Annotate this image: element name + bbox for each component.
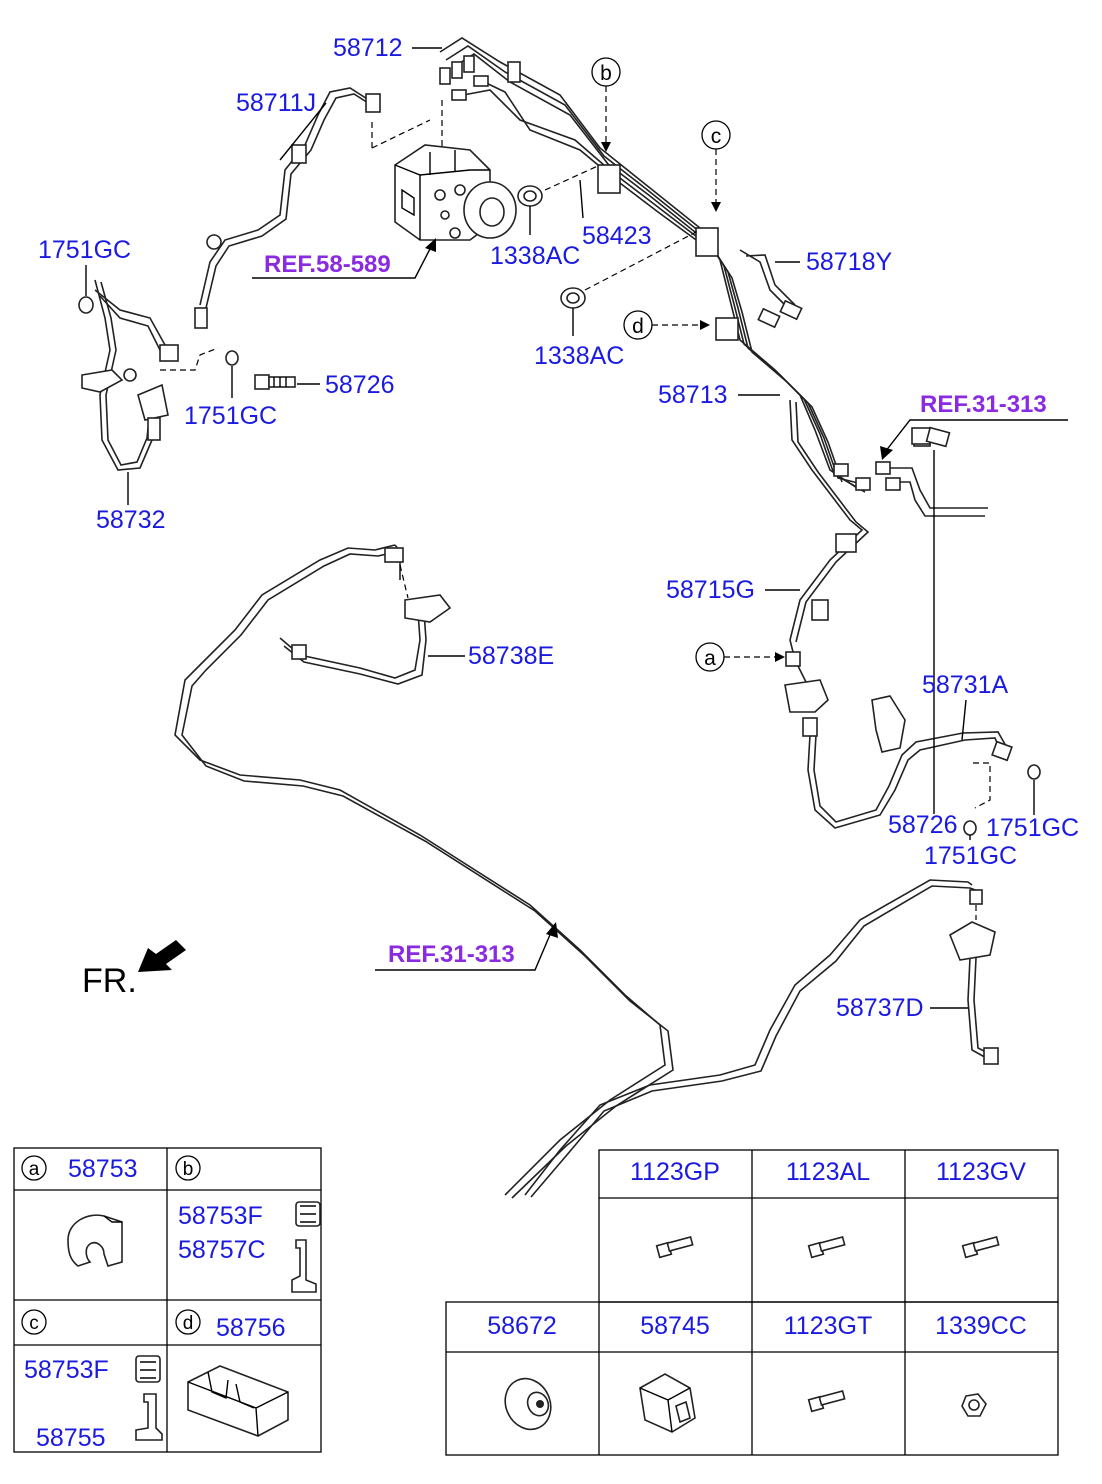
legend-58745: 58745	[640, 1312, 710, 1340]
bolt-1123gp-icon	[655, 1236, 694, 1259]
legend-1123gp: 1123GP	[630, 1158, 720, 1186]
label-1751gc-c: 1751GC	[986, 814, 1079, 842]
legend-table-right: 1123GP 1123AL 1123GV 58672 58745 1123GT …	[445, 1149, 1059, 1456]
abs-hydraulic-unit	[394, 144, 517, 241]
label-58711j: 58711J	[236, 89, 316, 117]
bracket-58757c-icon	[291, 1239, 317, 1293]
svg-text:d: d	[183, 1313, 194, 1334]
clip-58753-icon	[67, 1214, 123, 1267]
svg-text:c: c	[711, 125, 722, 148]
callout-a: a	[695, 642, 785, 672]
label-58726-b: 58726	[888, 811, 958, 839]
legend-58756: 58756	[216, 1314, 286, 1342]
rear-pipe-right-reference	[890, 467, 988, 517]
bolt-58726-right	[911, 426, 951, 448]
label-58737d: 58737D	[836, 994, 924, 1022]
ref-58-589: REF.58-589	[264, 251, 391, 278]
clip-58753f-icon-c	[135, 1355, 161, 1383]
svg-text:d: d	[632, 315, 644, 338]
nut-1339cc-icon	[961, 1393, 987, 1417]
label-58715g: 58715G	[666, 576, 755, 604]
ref-31-313-left: REF.31-313	[388, 941, 515, 968]
washer-1751gc-right-mid	[963, 820, 977, 836]
label-58731a: 58731A	[922, 671, 1009, 699]
front-direction-indicator: FR.	[82, 940, 186, 1000]
front-arrow-icon	[138, 940, 186, 972]
legend-58753: 58753	[68, 1155, 138, 1183]
leader-lines	[85, 47, 1068, 1009]
label-58732: 58732	[96, 506, 166, 534]
legend-1123al: 1123AL	[786, 1158, 870, 1186]
svg-text:a: a	[29, 1159, 40, 1180]
svg-text:c: c	[29, 1313, 39, 1334]
hose-58732	[81, 279, 179, 471]
clip-58745-icon	[639, 1373, 696, 1433]
grommet-1338ac-upper	[517, 185, 543, 207]
reference-labels: REF.58-589 REF.31-313 REF.31-313	[264, 251, 1047, 968]
callout-c: c	[701, 120, 731, 212]
label-1751gc-a: 1751GC	[38, 236, 131, 264]
washer-1751gc-right-outer	[1027, 764, 1041, 780]
grommet-58672-icon	[504, 1377, 552, 1431]
legend-table-left: a 58753 b 58753F 58757C c 58753F 58755	[13, 1147, 322, 1453]
legend-58757c: 58757C	[178, 1236, 266, 1264]
part-labels: 58712 58711J 1751GC 1751GC 58726 58732 1…	[38, 34, 1079, 1022]
legend-58753f-b: 58753F	[178, 1202, 263, 1230]
label-58713: 58713	[658, 381, 728, 409]
clamp-58756-icon	[187, 1365, 289, 1437]
label-58718y: 58718Y	[806, 248, 893, 276]
svg-text:a: a	[704, 647, 716, 670]
label-58726-a: 58726	[325, 371, 395, 399]
bolt-1123al-icon	[807, 1236, 846, 1259]
label-1751gc-d: 1751GC	[924, 842, 1017, 870]
hose-58711j	[194, 87, 381, 329]
bolt-1123gt-icon	[807, 1390, 846, 1413]
label-58738e: 58738E	[468, 642, 554, 670]
washer-1751gc-left-top	[78, 296, 94, 314]
label-1338ac-b: 1338AC	[534, 342, 624, 370]
bolt-1123gv-icon	[961, 1236, 1000, 1259]
front-label: FR.	[82, 962, 137, 1000]
main-brake-pipe-bundle	[439, 37, 901, 691]
legend-1339cc: 1339CC	[935, 1312, 1027, 1340]
label-58423: 58423	[582, 222, 652, 250]
callout-d: d	[623, 310, 710, 340]
clip-58753f-icon-b	[295, 1201, 321, 1227]
bolt-58726-left	[254, 374, 296, 390]
legend-58755: 58755	[36, 1424, 106, 1452]
legend-1123gt: 1123GT	[784, 1312, 872, 1340]
bracket-58755-icon	[135, 1393, 163, 1441]
legend-1123gv: 1123GV	[936, 1158, 1026, 1186]
label-58712: 58712	[333, 34, 403, 62]
label-1338ac-a: 1338AC	[490, 242, 580, 270]
callout-b: b	[591, 57, 621, 152]
washer-1751gc-left-mid	[225, 350, 239, 366]
ref-31-313-right: REF.31-313	[920, 391, 1047, 418]
label-1751gc-b: 1751GC	[184, 402, 277, 430]
svg-text:b: b	[183, 1159, 194, 1180]
grommet-1338ac-lower	[560, 287, 586, 309]
hose-58738e	[279, 594, 452, 685]
hose-58737d	[524, 879, 999, 1198]
hose-58731a	[784, 679, 1013, 829]
legend-58672: 58672	[487, 1312, 557, 1340]
svg-text:b: b	[600, 62, 612, 85]
rear-pipe-left	[174, 544, 674, 1199]
legend-58753f-c: 58753F	[24, 1356, 109, 1384]
